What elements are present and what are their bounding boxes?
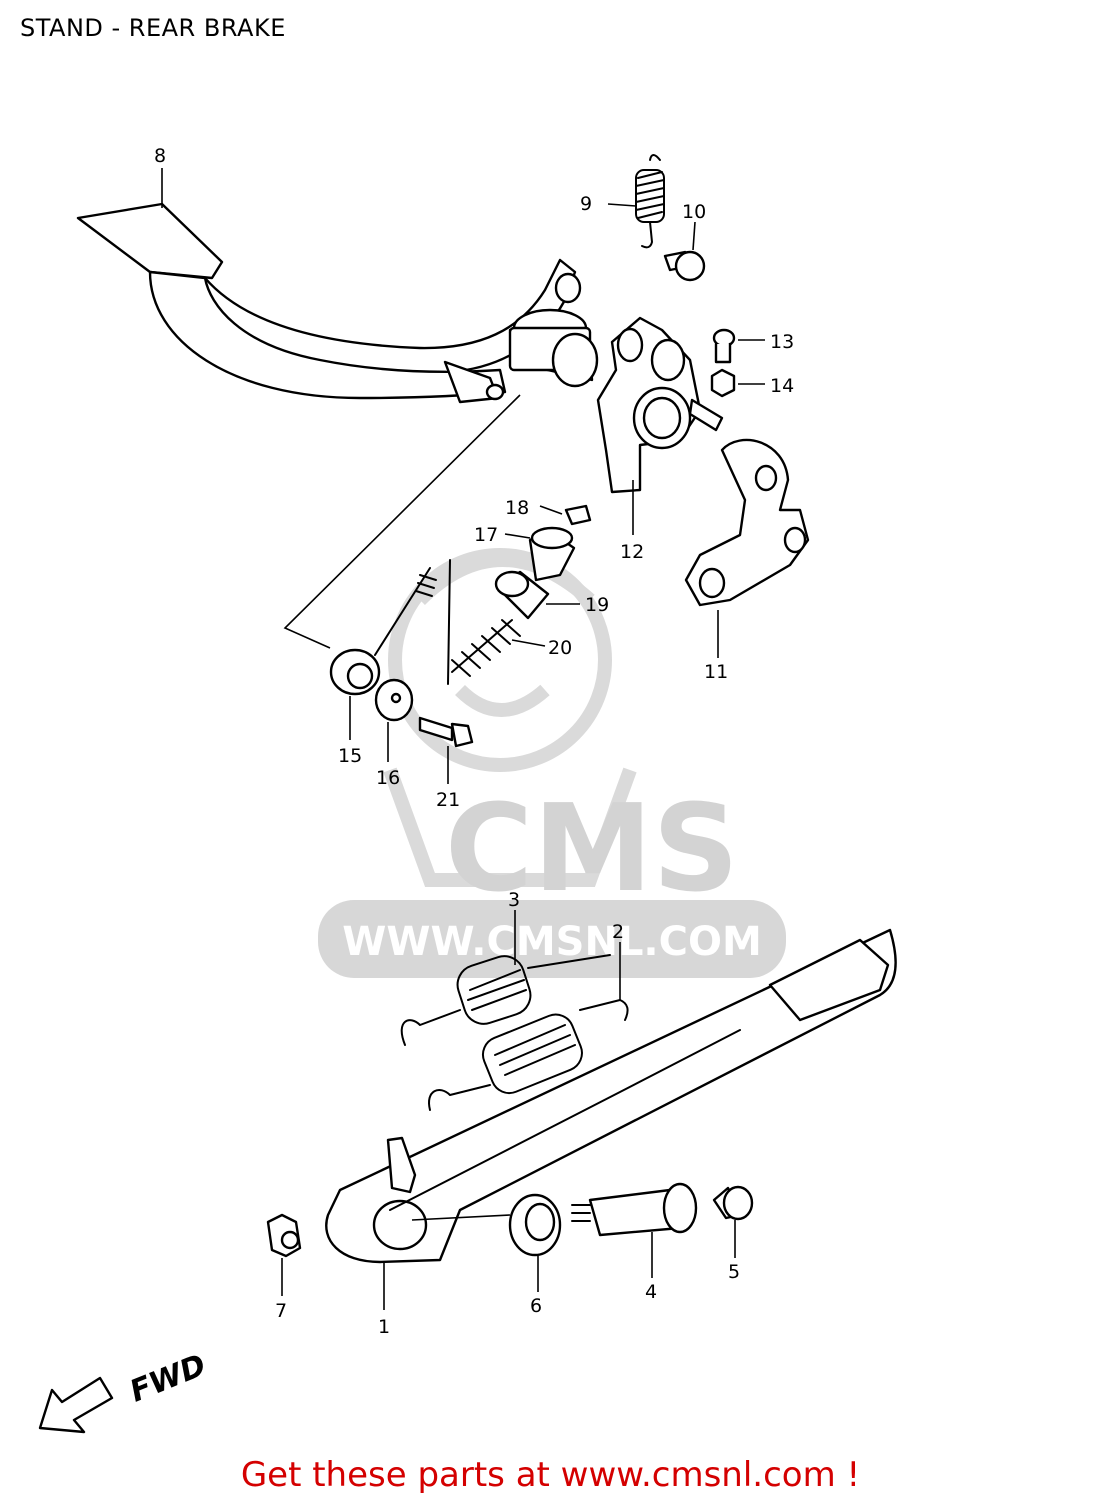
get-parts-link[interactable]: Get these parts at www.cmsnl.com ! bbox=[240, 1455, 861, 1495]
part-1-side-stand bbox=[325, 928, 897, 1264]
fwd-direction-marker: FWD bbox=[38, 1348, 211, 1434]
callout-18: 18 bbox=[505, 497, 529, 519]
watermark-url: WWW.CMSNL.COM bbox=[342, 919, 762, 965]
part-12-lever bbox=[596, 316, 724, 494]
callout-5: 5 bbox=[728, 1261, 740, 1283]
part-17-pin bbox=[528, 526, 576, 582]
part-18-cap bbox=[564, 504, 592, 526]
callout-10: 10 bbox=[682, 201, 706, 223]
part-10-bolt bbox=[663, 250, 706, 282]
callout-16: 16 bbox=[376, 767, 400, 789]
callout-17: 17 bbox=[474, 524, 498, 546]
watermark-mascot bbox=[383, 548, 637, 887]
callout-13: 13 bbox=[770, 331, 794, 353]
part-9-spring bbox=[635, 154, 665, 249]
watermark-logo: CMS WWW.CMSNL.COM bbox=[318, 548, 786, 978]
callout-20: 20 bbox=[548, 637, 572, 659]
callout-19: 19 bbox=[585, 594, 609, 616]
callout-14: 14 bbox=[770, 375, 794, 397]
brake-rod-outline bbox=[283, 394, 521, 656]
part-21-bolt bbox=[418, 716, 474, 748]
callout-8: 8 bbox=[154, 145, 166, 167]
part-5-cap bbox=[712, 1185, 754, 1221]
leader-lines bbox=[161, 168, 765, 1310]
watermark-bar bbox=[318, 900, 786, 978]
part-14-nut bbox=[710, 368, 736, 398]
callout-15: 15 bbox=[338, 745, 362, 767]
fwd-arrow-icon bbox=[38, 1376, 114, 1434]
part-15-joint bbox=[329, 648, 381, 696]
callout-3: 3 bbox=[508, 889, 520, 911]
part-4-stand-bolt bbox=[571, 1182, 698, 1237]
callout-11: 11 bbox=[704, 661, 728, 683]
part-8-brake-pedal bbox=[76, 202, 599, 404]
part-2-spring bbox=[428, 999, 629, 1111]
callout-2: 2 bbox=[612, 921, 624, 943]
part-7-nut bbox=[266, 1213, 302, 1258]
watermark-brand: CMS bbox=[445, 780, 739, 919]
part-19-bushing bbox=[494, 570, 550, 620]
part-3-spring bbox=[400, 954, 611, 1046]
part-6-washer bbox=[508, 1193, 562, 1257]
callout-21: 21 bbox=[436, 789, 460, 811]
callout-labels: 1 2 3 4 5 6 7 8 9 10 11 12 13 14 15 16 1… bbox=[154, 145, 794, 1338]
callout-12: 12 bbox=[620, 541, 644, 563]
part-20-spring bbox=[447, 559, 521, 685]
callout-6: 6 bbox=[530, 1295, 542, 1317]
part-16-washer bbox=[374, 678, 414, 722]
part-11-link-arm bbox=[684, 438, 810, 607]
callout-4: 4 bbox=[645, 1281, 657, 1303]
callout-7: 7 bbox=[275, 1300, 287, 1322]
page-title: STAND - REAR BRAKE bbox=[20, 14, 286, 42]
part-13-screw bbox=[712, 328, 736, 364]
fwd-label: FWD bbox=[125, 1348, 211, 1410]
callout-9: 9 bbox=[580, 193, 592, 215]
callout-1: 1 bbox=[378, 1316, 390, 1338]
